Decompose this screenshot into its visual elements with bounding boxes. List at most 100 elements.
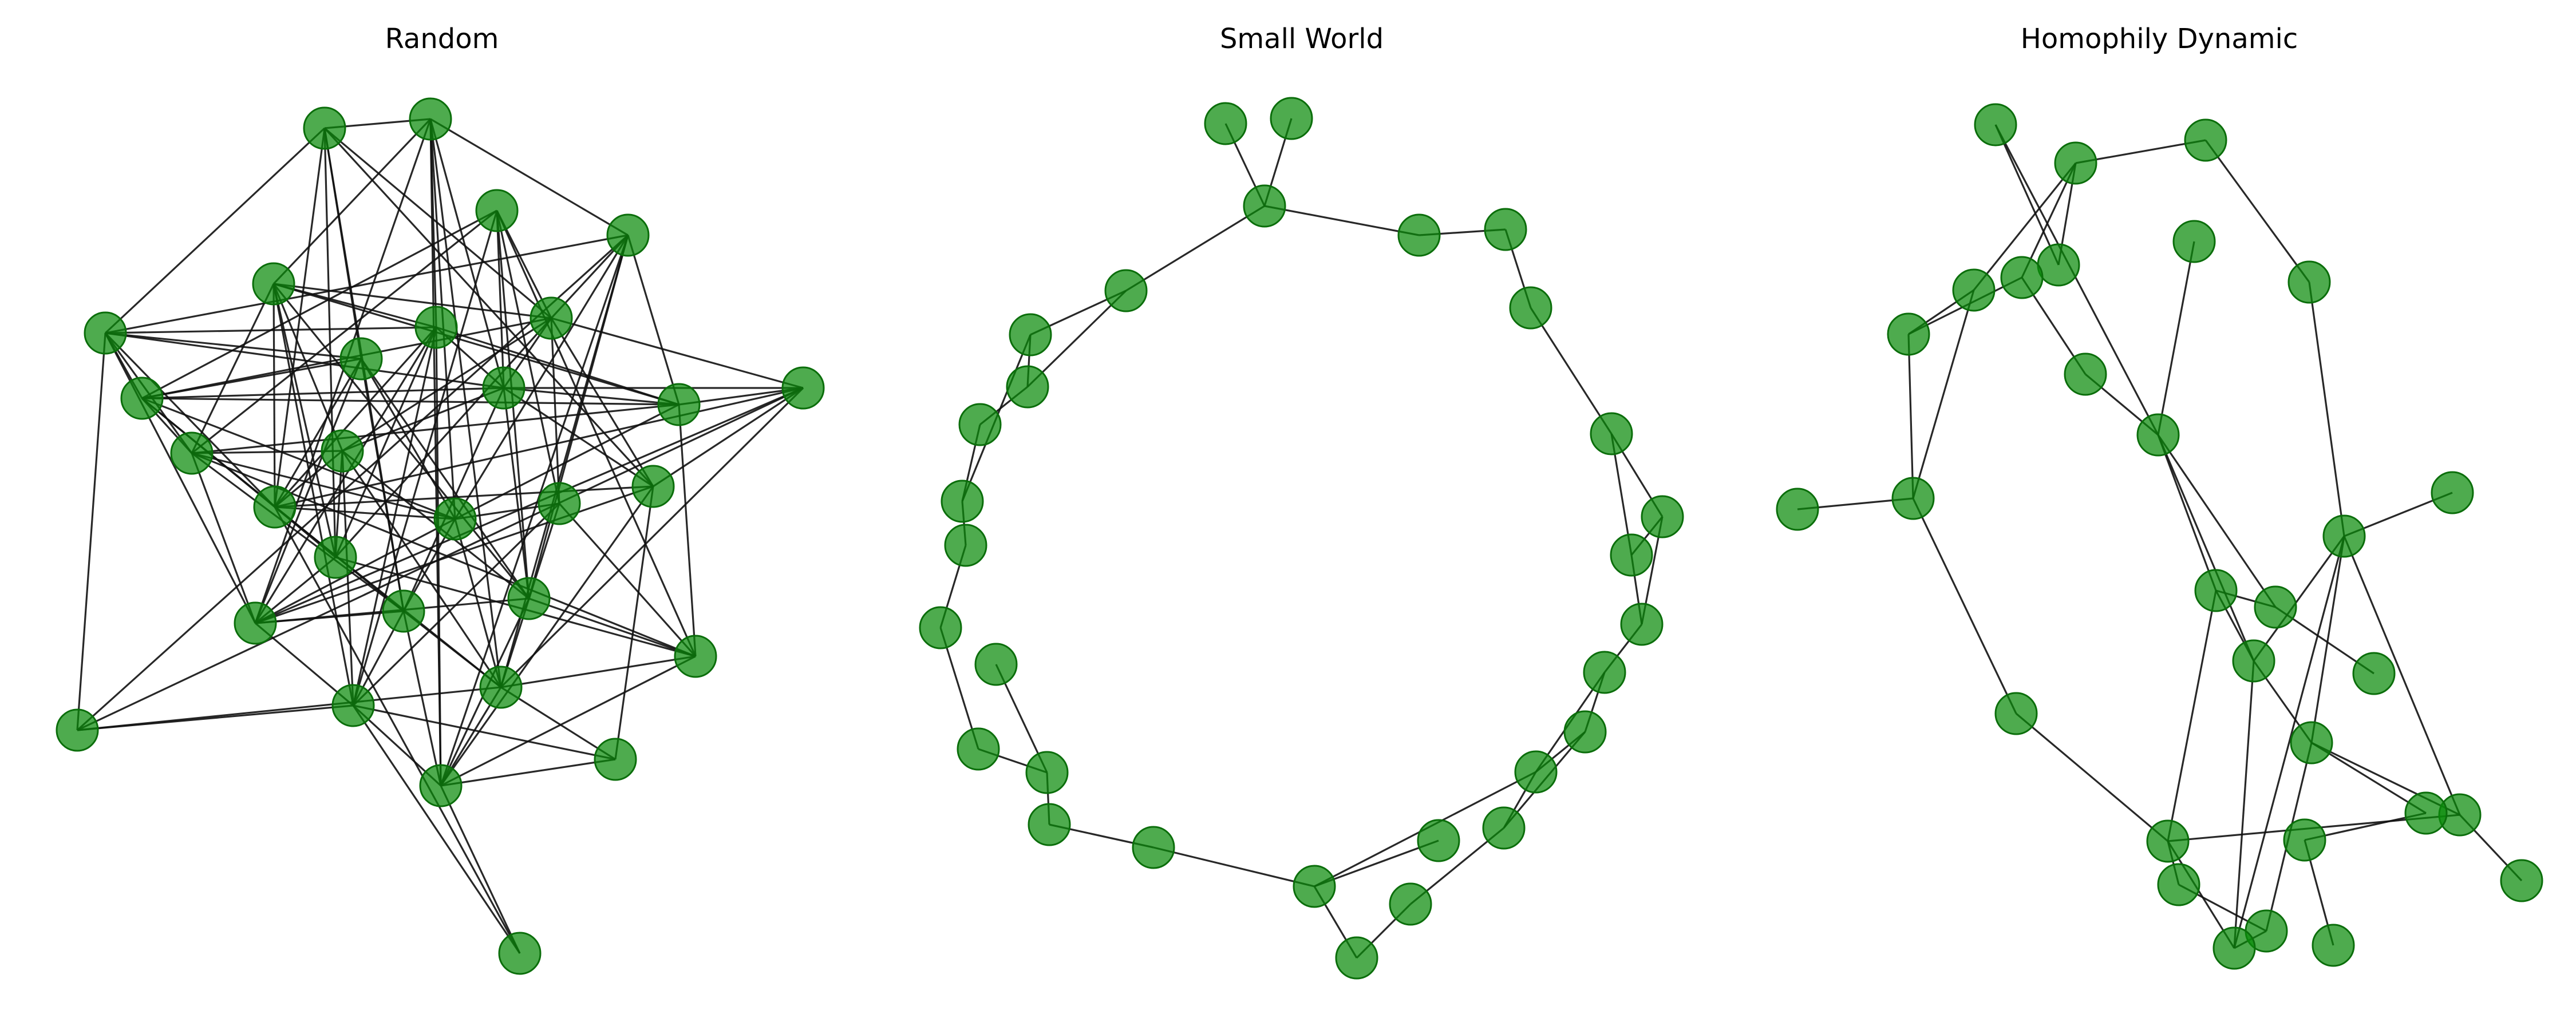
homophily-dynamic-edge (2233, 660, 2255, 949)
random-edge (496, 210, 505, 389)
homophily-dynamic-edge (2308, 282, 2345, 537)
random-edge (191, 452, 456, 520)
panel-small-world (919, 97, 1684, 980)
random-edge (430, 118, 629, 236)
small-world-node (1009, 313, 1052, 356)
small-world-node (1270, 97, 1313, 140)
small-world-node (1293, 865, 1336, 908)
random-node (433, 497, 477, 541)
small-world-node (919, 606, 962, 649)
small-world-node (1590, 412, 1633, 455)
homophily-dynamic-node (2404, 791, 2448, 835)
random-node (475, 189, 519, 232)
homophily-dynamic-edge (2253, 536, 2345, 661)
homophily-dynamic-edge (1912, 498, 2017, 714)
small-world-edge (1026, 290, 1127, 388)
random-edge (360, 358, 405, 612)
random-edge (334, 327, 437, 558)
homophily-dynamic-edge (2157, 434, 2277, 608)
homophily-dynamic-nodes (1776, 103, 2543, 970)
random-node (314, 536, 357, 579)
random-node (507, 577, 551, 620)
random-edge (104, 332, 276, 508)
small-world-node (1583, 651, 1626, 694)
small-world-node (958, 403, 1002, 446)
small-world-node (1610, 533, 1653, 577)
homophily-dynamic-node (2431, 471, 2474, 514)
random-edge (274, 358, 362, 508)
small-world-node (1563, 710, 1607, 754)
random-edge (558, 502, 697, 657)
random-node (606, 213, 650, 257)
random-node (253, 485, 297, 529)
random-edge (353, 704, 616, 760)
random-edge (76, 332, 106, 731)
random-edge (435, 327, 442, 786)
homophily-dynamic-node (2283, 818, 2326, 862)
random-node (781, 366, 825, 410)
random-edge (141, 209, 497, 399)
small-world-node (1620, 603, 1664, 646)
random-edge (528, 597, 696, 657)
random-node (170, 431, 214, 475)
random-edge (496, 210, 697, 657)
random-edge (105, 326, 437, 334)
random-node (538, 482, 581, 525)
random-node (674, 635, 717, 678)
random-edge (402, 611, 442, 786)
random-edge (500, 387, 804, 688)
homophily-dynamic-edge (1973, 162, 2077, 291)
random-node (631, 465, 675, 508)
random-edge (255, 610, 404, 624)
random-edge (455, 403, 679, 520)
small-world-edge (1153, 846, 1315, 888)
homophily-dynamic-node (2000, 256, 2044, 299)
random-edge (272, 283, 354, 706)
random-node (409, 97, 452, 141)
random-edge (191, 283, 275, 454)
small-world-node (1417, 819, 1460, 862)
random-edge (274, 326, 437, 508)
homophily-dynamic-node (2254, 585, 2297, 629)
random-edge (77, 387, 804, 731)
random-node (234, 601, 277, 645)
random-edge (272, 283, 337, 558)
small-world-node (1243, 184, 1286, 228)
homophily-dynamic-edge (2311, 742, 2427, 814)
random-node (482, 366, 526, 410)
homophily-dynamic-edge (2167, 590, 2217, 842)
random-edge (274, 506, 521, 954)
random-edge (342, 317, 552, 452)
homophily-dynamic-node (1891, 477, 1935, 520)
random-edge (341, 450, 502, 688)
homophily-dynamic-node (2054, 141, 2097, 185)
random-edge (323, 127, 654, 488)
homophily-dynamic-edge (2204, 140, 2310, 283)
random-node (331, 684, 375, 727)
random-node (303, 106, 346, 150)
random-node (56, 708, 99, 752)
small-world-edge (1314, 839, 1439, 888)
homophily-dynamic-edge (2157, 434, 2217, 591)
small-world-node (941, 480, 984, 523)
random-edge (273, 283, 552, 319)
homophily-dynamic-node (2312, 924, 2355, 967)
small-world-node (1509, 286, 1552, 330)
homophily-dynamic-edge (2157, 434, 2255, 661)
random-edge (272, 283, 530, 600)
random-edge (255, 387, 804, 624)
random-edge (614, 486, 654, 760)
random-edge (272, 118, 432, 285)
random-edge (436, 326, 679, 406)
small-world-node (1025, 751, 1069, 794)
small-world-edge (1530, 307, 1613, 434)
random-edge (191, 403, 679, 454)
random-edge (274, 506, 456, 520)
small-world-node (1484, 208, 1527, 251)
homophily-dynamic-node (2322, 514, 2366, 558)
random-edge (440, 235, 629, 786)
random-edge (334, 317, 552, 558)
homophily-dynamic-node (2287, 260, 2331, 304)
